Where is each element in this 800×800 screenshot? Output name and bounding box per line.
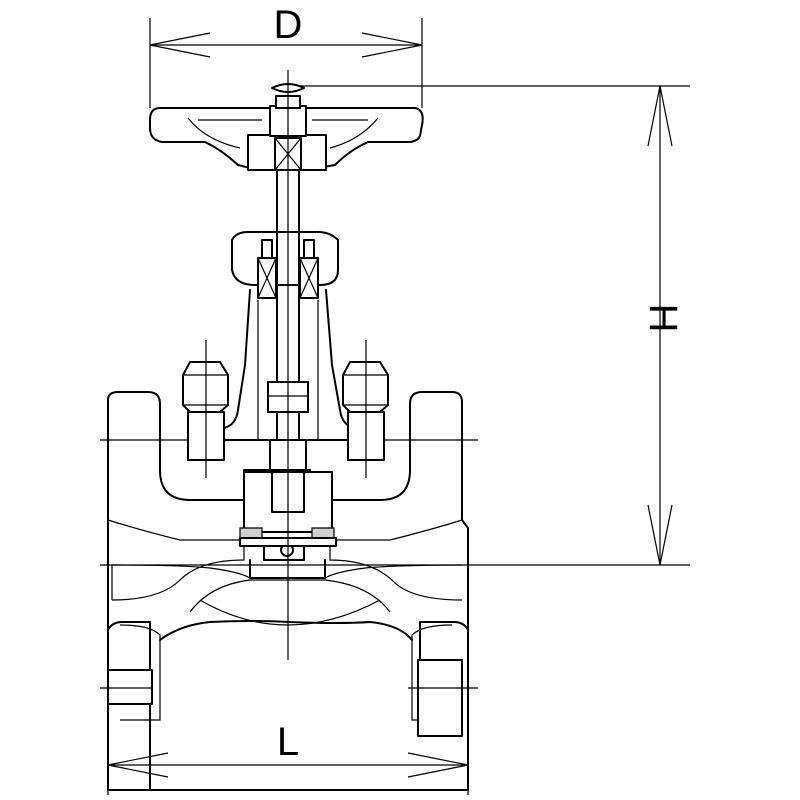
top-nut-cap [271,83,305,93]
stem [276,169,300,471]
handwheel [149,83,424,171]
yoke [223,231,355,471]
valve-body [107,391,469,791]
dimension-h: H [300,85,690,566]
gasket-left [239,527,263,539]
dimension-h-label: H [641,304,685,333]
dimension-d: D [149,3,423,108]
bolt-left [182,340,229,478]
dimension-l: L [107,720,469,795]
center-lines [100,70,478,689]
gasket-right [311,527,335,539]
dimension-d-label: D [274,3,303,47]
dimension-l-label: L [277,720,299,764]
bolt-right [342,340,389,478]
